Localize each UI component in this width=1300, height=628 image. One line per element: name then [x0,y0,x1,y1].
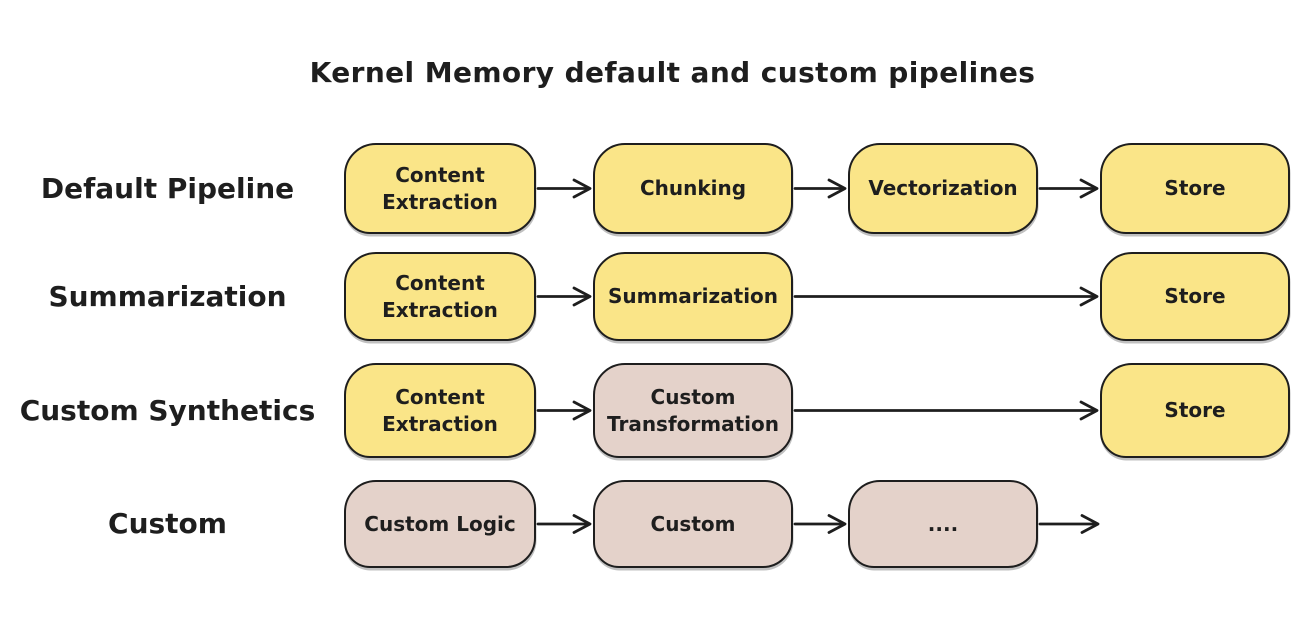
node-custom-transformation: Custom Transformation [593,363,793,458]
edge-arrow [1038,178,1099,199]
edge-arrow [1038,514,1100,534]
node-store: Store [1100,252,1290,341]
edge-arrow [793,178,847,199]
row-label-custom: Custom [108,507,227,540]
row-label-default-pipeline: Default Pipeline [40,171,295,205]
row-label-summarization: Summarization [48,279,287,313]
node-content-extraction: Content Extraction [344,363,536,458]
edge-arrow [536,514,592,534]
edge-arrow [536,286,592,307]
node-custom-logic: Custom Logic [344,480,536,568]
node-content-extraction: Content Extraction [344,143,536,234]
edge-arrow [793,514,847,534]
node-content-extraction: Content Extraction [344,252,536,341]
diagram-title: Kernel Memory default and custom pipelin… [309,56,1036,89]
node-store: Store [1100,363,1290,458]
edge-arrow [793,286,1099,307]
edge-arrow [536,178,592,199]
node-vectorization: Vectorization [848,143,1038,234]
node-custom: Custom [593,480,793,568]
node-summarization: Summarization [593,252,793,341]
edge-arrow [793,400,1099,421]
row-label-custom-synthetics: Custom Synthetics [19,393,316,427]
node-store: Store [1100,143,1290,234]
node-dots: .... [848,480,1038,568]
node-chunking: Chunking [593,143,793,234]
edge-arrow [536,400,592,421]
